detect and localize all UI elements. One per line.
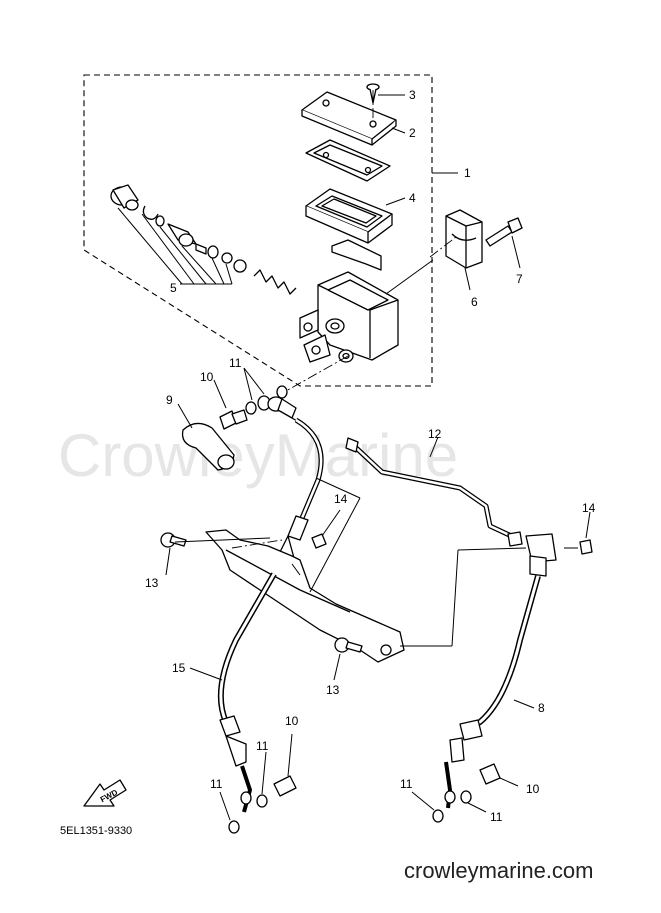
callout-5: 5 xyxy=(170,281,177,295)
part-13-bracket-bolt-right[interactable] xyxy=(334,637,363,653)
brake-pipe-joint-right[interactable] xyxy=(525,533,557,577)
callout-10-left: 10 xyxy=(285,714,299,728)
callout-1: 1 xyxy=(464,166,471,180)
callout-9: 9 xyxy=(166,393,173,407)
part-4-diaphragm[interactable] xyxy=(305,188,393,244)
fwd-arrow-icon xyxy=(83,779,127,807)
callout-11-left-upper: 11 xyxy=(256,739,269,753)
master-cylinder-assembly-boundary xyxy=(83,74,433,387)
master-cylinder-body[interactable] xyxy=(299,271,399,363)
part-14-joint-nut-center[interactable] xyxy=(311,533,327,549)
callout-11-right-upper: 11 xyxy=(490,810,503,824)
callout-10-right: 10 xyxy=(526,782,540,796)
callout-3: 3 xyxy=(409,88,416,102)
part-2-reservoir-cap[interactable] xyxy=(301,91,397,146)
callout-4: 4 xyxy=(409,191,416,205)
callout-11-top: 11 xyxy=(229,356,242,370)
callout-10-top: 10 xyxy=(200,370,214,384)
callout-7: 7 xyxy=(516,272,523,286)
part-11-washer-left-upper[interactable] xyxy=(256,794,268,808)
callout-6: 6 xyxy=(471,295,478,309)
part-10-union-bolt-top[interactable] xyxy=(219,409,248,430)
part-14-joint-nut-right[interactable] xyxy=(579,539,593,555)
alignment-lines xyxy=(231,90,457,549)
part-10-union-bolt-right[interactable] xyxy=(479,763,501,785)
part-11-washer-left-lower[interactable] xyxy=(228,820,240,834)
part-5-piston-kit[interactable] xyxy=(110,184,297,295)
hose-bracket[interactable] xyxy=(205,529,405,663)
callout-13-left: 13 xyxy=(145,576,159,590)
part-diaphragm-holder[interactable] xyxy=(331,239,382,271)
website-footer: crowleymarine.com xyxy=(404,858,594,883)
part-10-union-bolt-left[interactable] xyxy=(273,775,297,797)
watermark-text: CrowleyMarine xyxy=(58,422,458,489)
part-9-union-bolt-cover[interactable] xyxy=(181,422,235,471)
callout-11-left-lower: 11 xyxy=(210,777,223,791)
leader-lines xyxy=(117,94,591,821)
part-6-handlebar-clamp[interactable] xyxy=(445,209,483,269)
callout-15: 15 xyxy=(172,661,186,675)
part-7-clamp-bolt[interactable] xyxy=(485,217,523,247)
callout-14-center: 14 xyxy=(334,492,348,506)
part-12-brake-pipe[interactable] xyxy=(345,437,523,547)
callout-14-right: 14 xyxy=(582,501,596,515)
part-8-right-brake-hose[interactable] xyxy=(444,575,541,809)
part-diaphragm-plate[interactable] xyxy=(305,139,391,182)
part-13-bracket-bolt-left[interactable] xyxy=(160,532,187,548)
callout-13-right: 13 xyxy=(326,683,340,697)
part-15-left-brake-hose[interactable] xyxy=(217,572,277,813)
callout-8: 8 xyxy=(538,701,545,715)
diagram-code: 5EL1351-9330 xyxy=(60,825,132,837)
part-11-washer-top-a[interactable] xyxy=(245,401,257,415)
part-11-washer-top-c[interactable] xyxy=(276,385,288,399)
callout-11-right-lower: 11 xyxy=(400,777,413,791)
brake-hose-top-fitting[interactable] xyxy=(267,396,303,425)
callout-2: 2 xyxy=(409,126,416,140)
part-11-washer-right-upper[interactable] xyxy=(460,790,472,804)
callout-12: 12 xyxy=(428,427,442,441)
part-11-washer-right-lower[interactable] xyxy=(432,809,444,823)
